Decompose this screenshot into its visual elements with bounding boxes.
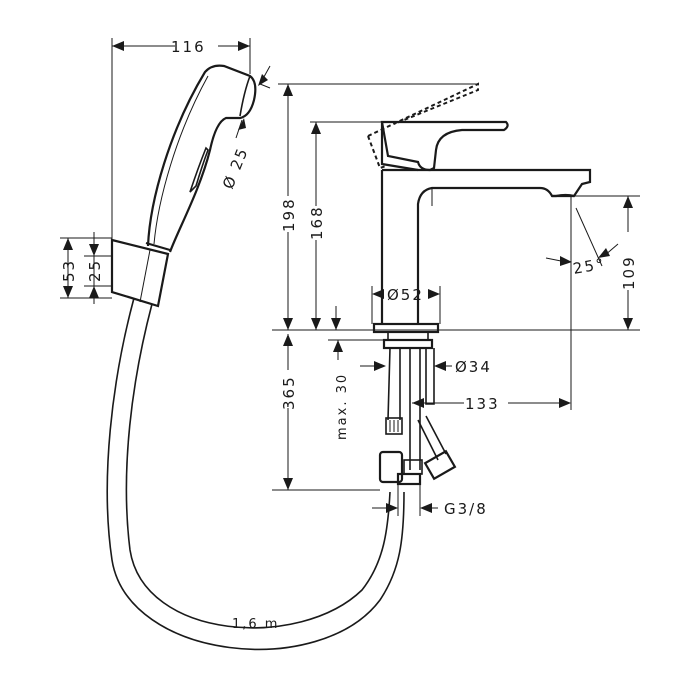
dim-label-below-deck-length: 365 [280,375,298,410]
dim-label-hose-length: 1,6 m [232,617,279,632]
hose [106,297,405,651]
dim-label-connection-thread: G3/8 [444,500,488,518]
dim-label-total-height: 198 [280,197,298,232]
faucet [367,82,592,350]
dim-label-hand-shower-width: 116 [171,38,206,56]
dim-label-spout-reach: 133 [465,395,500,413]
dimension-lines [60,38,640,516]
dim-label-spout-angle: 25° [572,255,607,278]
dim-label-shank-diameter: Ø34 [455,358,492,376]
dim-label-holder-inner: 25 [86,259,104,282]
dim-label-max-thickness: max. 30 [335,373,350,440]
dim-label-body-height: 168 [308,205,326,240]
supply-lines [378,347,457,486]
dim-label-base-diameter: Ø52 [387,286,424,304]
hand-shower [110,64,257,308]
dim-label-hand-shower-diameter: Ø 25 [219,144,252,191]
dim-label-holder-height: 53 [60,259,78,282]
dim-label-spout-height: 109 [620,255,638,290]
